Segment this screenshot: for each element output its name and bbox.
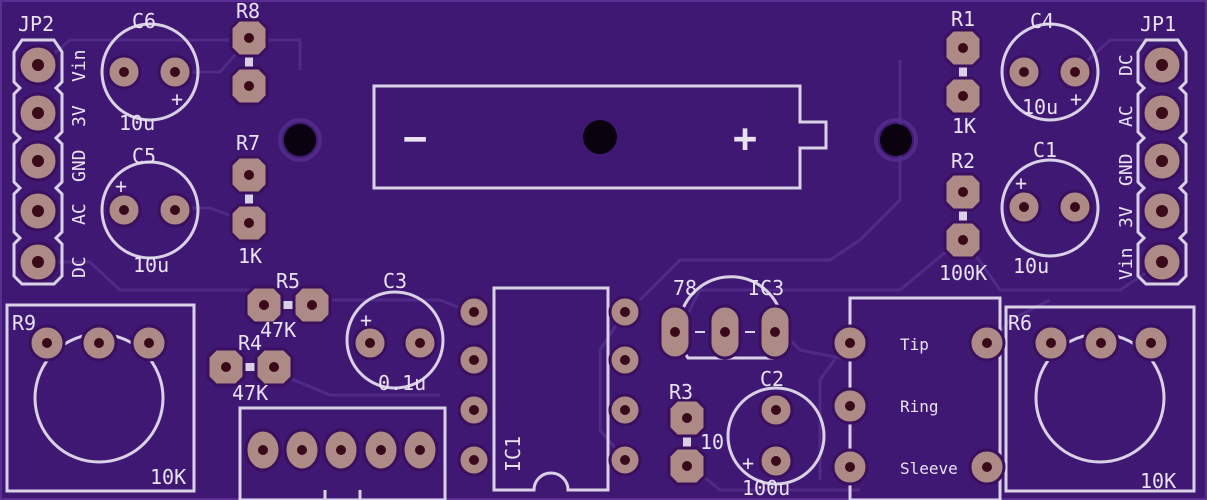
r7-label: R7 bbox=[236, 131, 260, 155]
resistor-r7 bbox=[229, 155, 269, 243]
c2-label: C2 bbox=[760, 367, 784, 391]
jack-sleeve-label: Sleeve bbox=[900, 459, 958, 478]
r2-value: 100K bbox=[939, 261, 987, 285]
c1-plus: + bbox=[1015, 171, 1027, 195]
r2-label: R2 bbox=[951, 149, 975, 173]
r3-value: 10 bbox=[700, 430, 724, 454]
jp1-pin-vin: Vin bbox=[1116, 247, 1137, 280]
r6-label: R6 bbox=[1008, 311, 1032, 335]
c4-plus: + bbox=[1070, 87, 1082, 111]
jack-tip-label: Tip bbox=[900, 335, 929, 354]
r6-value: 10K bbox=[1140, 469, 1176, 493]
c5-plus: + bbox=[115, 174, 127, 198]
potentiometer-r9 bbox=[5, 303, 196, 493]
jp1-pin-3v: 3V bbox=[1116, 206, 1137, 228]
jp1-pin-ac: AC bbox=[1116, 105, 1137, 127]
header-5pin bbox=[238, 406, 447, 500]
jp1-pin-dc: DC bbox=[1116, 54, 1137, 76]
resistor-r4 bbox=[206, 347, 294, 387]
r5-label: R5 bbox=[276, 269, 300, 293]
ic3-regulator bbox=[658, 275, 792, 360]
battery-holder bbox=[372, 84, 828, 190]
resistor-r3 bbox=[667, 398, 707, 486]
copper-traces bbox=[39, 38, 1163, 492]
c3-plus: + bbox=[360, 308, 372, 332]
r7-value: 1K bbox=[238, 244, 262, 268]
c3-value: 0.1u bbox=[378, 371, 426, 395]
capacitor-c6 bbox=[100, 22, 200, 122]
capacitor-c2 bbox=[726, 386, 826, 486]
ic1-dip8 bbox=[457, 286, 642, 492]
ic1-label: IC1 bbox=[501, 436, 525, 472]
jp1-label: JP1 bbox=[1140, 12, 1176, 36]
ic3-part: 78 bbox=[673, 276, 697, 300]
r9-value: 10K bbox=[150, 465, 186, 489]
c6-plus: + bbox=[171, 87, 183, 111]
connector-jp1 bbox=[1136, 38, 1188, 286]
r3-label: R3 bbox=[669, 380, 693, 404]
resistor-r2 bbox=[943, 172, 983, 260]
c6-label: C6 bbox=[132, 9, 156, 33]
c2-plus: + bbox=[742, 451, 754, 475]
resistor-r1 bbox=[943, 28, 983, 116]
ic3-label: IC3 bbox=[748, 276, 784, 300]
r4-label: R4 bbox=[238, 331, 262, 355]
resistor-r5 bbox=[244, 285, 332, 325]
c2-value: 100u bbox=[742, 476, 790, 500]
capacitor-c3 bbox=[345, 290, 445, 390]
r1-label: R1 bbox=[951, 7, 975, 31]
r4-value: 47K bbox=[232, 381, 268, 405]
mounting-hole-left bbox=[278, 118, 322, 162]
audio-jack bbox=[831, 296, 1006, 500]
jp2-pin-dc: DC bbox=[69, 256, 90, 278]
r1-value: 1K bbox=[952, 114, 976, 138]
connector-jp2 bbox=[12, 38, 64, 286]
jp2-pin-ac: AC bbox=[69, 203, 90, 225]
c3-label: C3 bbox=[383, 269, 407, 293]
c1-value: 10u bbox=[1013, 254, 1049, 278]
battery-plus: + bbox=[733, 116, 757, 162]
r9-label: R9 bbox=[12, 311, 36, 335]
c1-label: C1 bbox=[1033, 138, 1057, 162]
resistor-r8 bbox=[229, 18, 269, 106]
r8-label: R8 bbox=[236, 0, 260, 23]
r5-value: 47K bbox=[260, 318, 296, 342]
jp2-pin-3v: 3V bbox=[69, 105, 90, 127]
jack-ring-label: Ring bbox=[900, 397, 939, 416]
jp2-pin-gnd: GND bbox=[69, 149, 90, 182]
jp1-pin-gnd: GND bbox=[1116, 153, 1137, 186]
jp2-pin-vin: Vin bbox=[69, 49, 90, 82]
battery-minus: − bbox=[403, 116, 427, 162]
c4-value: 10u bbox=[1022, 95, 1058, 119]
c4-label: C4 bbox=[1030, 9, 1054, 33]
c6-value: 10u bbox=[119, 111, 155, 135]
capacitor-c4 bbox=[1000, 22, 1100, 122]
potentiometer-r6 bbox=[1004, 305, 1196, 493]
c5-value: 10u bbox=[133, 253, 169, 277]
capacitor-c5 bbox=[100, 160, 200, 260]
c5-label: C5 bbox=[132, 144, 156, 168]
jp2-label: JP2 bbox=[18, 12, 54, 36]
capacitor-c1 bbox=[1000, 158, 1100, 258]
mounting-hole-right bbox=[874, 118, 918, 162]
